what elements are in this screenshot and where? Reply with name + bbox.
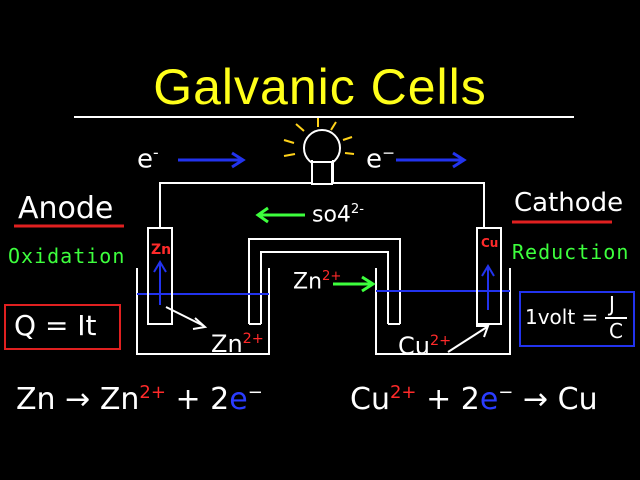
electron-arrow-copper [481, 264, 495, 310]
volt-formula-box: 1volt = J C [519, 291, 635, 347]
charge-formula-box: Q = It [4, 304, 121, 350]
page-title: Galvanic Cells [153, 59, 487, 115]
light-bulb-icon [283, 118, 355, 185]
copper-ion-deposit-arrow [447, 325, 490, 353]
zinc-ion-migration-arrow [333, 275, 376, 293]
zinc-ion-release-arrow [165, 306, 208, 330]
volt-fraction-bar [605, 317, 627, 319]
zinc-electrode [147, 227, 173, 325]
salt-bridge-outer [248, 238, 401, 324]
copper-electrode [476, 227, 502, 325]
right-beaker [375, 268, 511, 355]
cathode-label: Cathode [514, 188, 624, 218]
electron-label-right: e− [366, 144, 396, 175]
electron-arrow-zinc [153, 260, 167, 305]
volt-formula-numerator: J [609, 292, 615, 316]
volt-formula-lhs: 1volt = [525, 305, 599, 329]
right-beaker-ion-label: Cu2+ [398, 332, 452, 360]
anode-label: Anode [18, 191, 114, 226]
migrating-zinc-ion-label: Zn2+ [293, 269, 342, 295]
copper-electrode-label: Cu [481, 236, 499, 250]
salt-bridge-inner [260, 251, 389, 324]
volt-formula-denominator: C [609, 319, 623, 343]
zinc-electrode-label: Zn [151, 242, 172, 258]
external-wire [159, 160, 313, 228]
electron-flow-arrow-right [396, 151, 467, 169]
electron-label-left: e- [137, 144, 159, 175]
reduction-label: Reduction [512, 240, 630, 264]
sulfate-flow-arrow [255, 206, 305, 224]
anode-half-reaction: Zn → Zn2+ + 2e− [16, 382, 263, 417]
left-beaker-ion-label: Zn2+ [211, 330, 264, 358]
oxidation-label: Oxidation [8, 244, 126, 268]
electron-flow-arrow-left [178, 151, 246, 169]
left-beaker [136, 268, 270, 355]
charge-formula: Q = It [14, 309, 97, 342]
cathode-half-reaction: Cu2+ + 2e− → Cu [350, 382, 598, 417]
sulfate-ion-label: so42- [312, 202, 365, 228]
